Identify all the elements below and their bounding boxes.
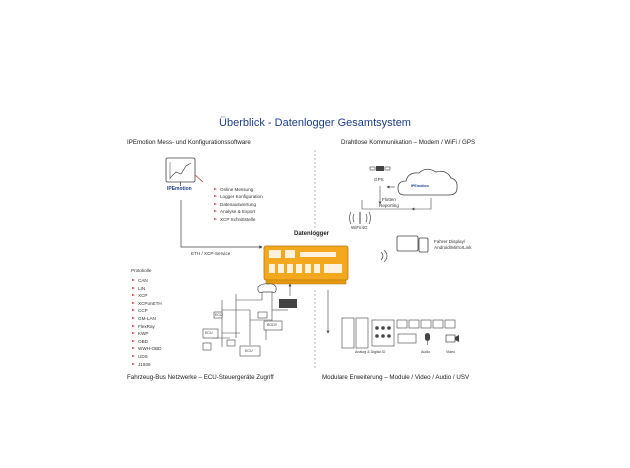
body-label: BODY (267, 323, 278, 327)
gps-label: GPS (374, 177, 384, 182)
display-devices-icon (396, 235, 429, 253)
diagram-title: Überblick - Datenlogger Gesamtsystem (219, 117, 411, 129)
feature-item: Analyse & Export (213, 208, 263, 215)
video-camera-icon (445, 334, 459, 343)
feature-item: XCP Schnittstelle (213, 216, 263, 223)
protocol-item: WWH-OBD (131, 345, 162, 353)
protocol-item: UDS (131, 353, 162, 361)
protocol-item: OBD (131, 338, 162, 346)
signal-waves-icon (380, 249, 388, 263)
io-modules-icon (341, 317, 395, 349)
protocol-list: CAN LIN XCP XCPonETH CCP GM-LAN FlexRay … (131, 277, 162, 368)
analog-digital-label: Analog & Digital IO (355, 350, 386, 354)
wifi-label: WiFi/4G (351, 225, 368, 230)
heading-bus-networks: Fahrzeug-Bus Netzwerke – ECU-Steuergerät… (127, 374, 274, 381)
eth-link-line (180, 200, 263, 249)
media-modules-icon (396, 319, 456, 344)
protocol-item: CCP (131, 307, 162, 315)
feature-item: Online Messung (213, 186, 263, 193)
audio-label: Audio (421, 350, 431, 354)
datalogger-label: Datenlogger (294, 231, 330, 237)
feature-pointer-icon (194, 174, 204, 183)
heading-wireless: Drahtlose Kommunikation – Modem / WiFi /… (341, 139, 476, 146)
eth-xcp-label: ETH / XCP-Service (191, 251, 231, 256)
video-label: Video (446, 350, 456, 354)
cloud-logo: IPEmotion (411, 184, 429, 188)
gps-satellite-icon (369, 166, 391, 171)
protocols-heading: Protokolle (131, 268, 152, 273)
protocol-item: XCPonETH (131, 300, 162, 308)
software-feature-list: Online Messung Logger Konfiguration Date… (213, 186, 263, 223)
datalogger-device (263, 245, 349, 285)
feature-item: Datenauswertung (213, 201, 263, 208)
fleet-link-line (361, 200, 412, 210)
bus-network-graphic (202, 285, 288, 357)
wifi-tower-icon (349, 211, 371, 225)
fleet-reporting-label: Flotten Reporting (379, 197, 399, 209)
protocol-item: FlexRay (131, 323, 162, 331)
feature-item: Logger Konfiguration (213, 193, 263, 200)
protocol-item: KWP (131, 330, 162, 338)
ecu-label: ECU (205, 331, 213, 335)
heading-software: IPEmotion Mess- und Konfigurationssoftwa… (127, 139, 251, 146)
display-label: Fahrer Display/ Android/MirrorLink (434, 239, 472, 251)
gateway-block (279, 299, 297, 308)
monitor-icon (165, 157, 196, 186)
microphone-icon (425, 333, 430, 345)
heading-modular-extension: Modulare Erweiterung – Module / Video / … (322, 374, 470, 381)
cloud-icon (397, 168, 458, 196)
ecu-label: ECU (245, 349, 253, 353)
gamepad-icon (257, 283, 277, 293)
protocol-item: CAN (131, 277, 162, 285)
protocol-item: GM-LAN (131, 315, 162, 323)
protocol-item: XCP (131, 292, 162, 300)
protocol-item: J1939 (131, 361, 162, 369)
ecu-label: ECU (215, 313, 223, 317)
ipemotion-logo: IPEmotion (167, 186, 192, 192)
protocol-item: LIN (131, 285, 162, 293)
fleet-return-line (411, 198, 432, 211)
